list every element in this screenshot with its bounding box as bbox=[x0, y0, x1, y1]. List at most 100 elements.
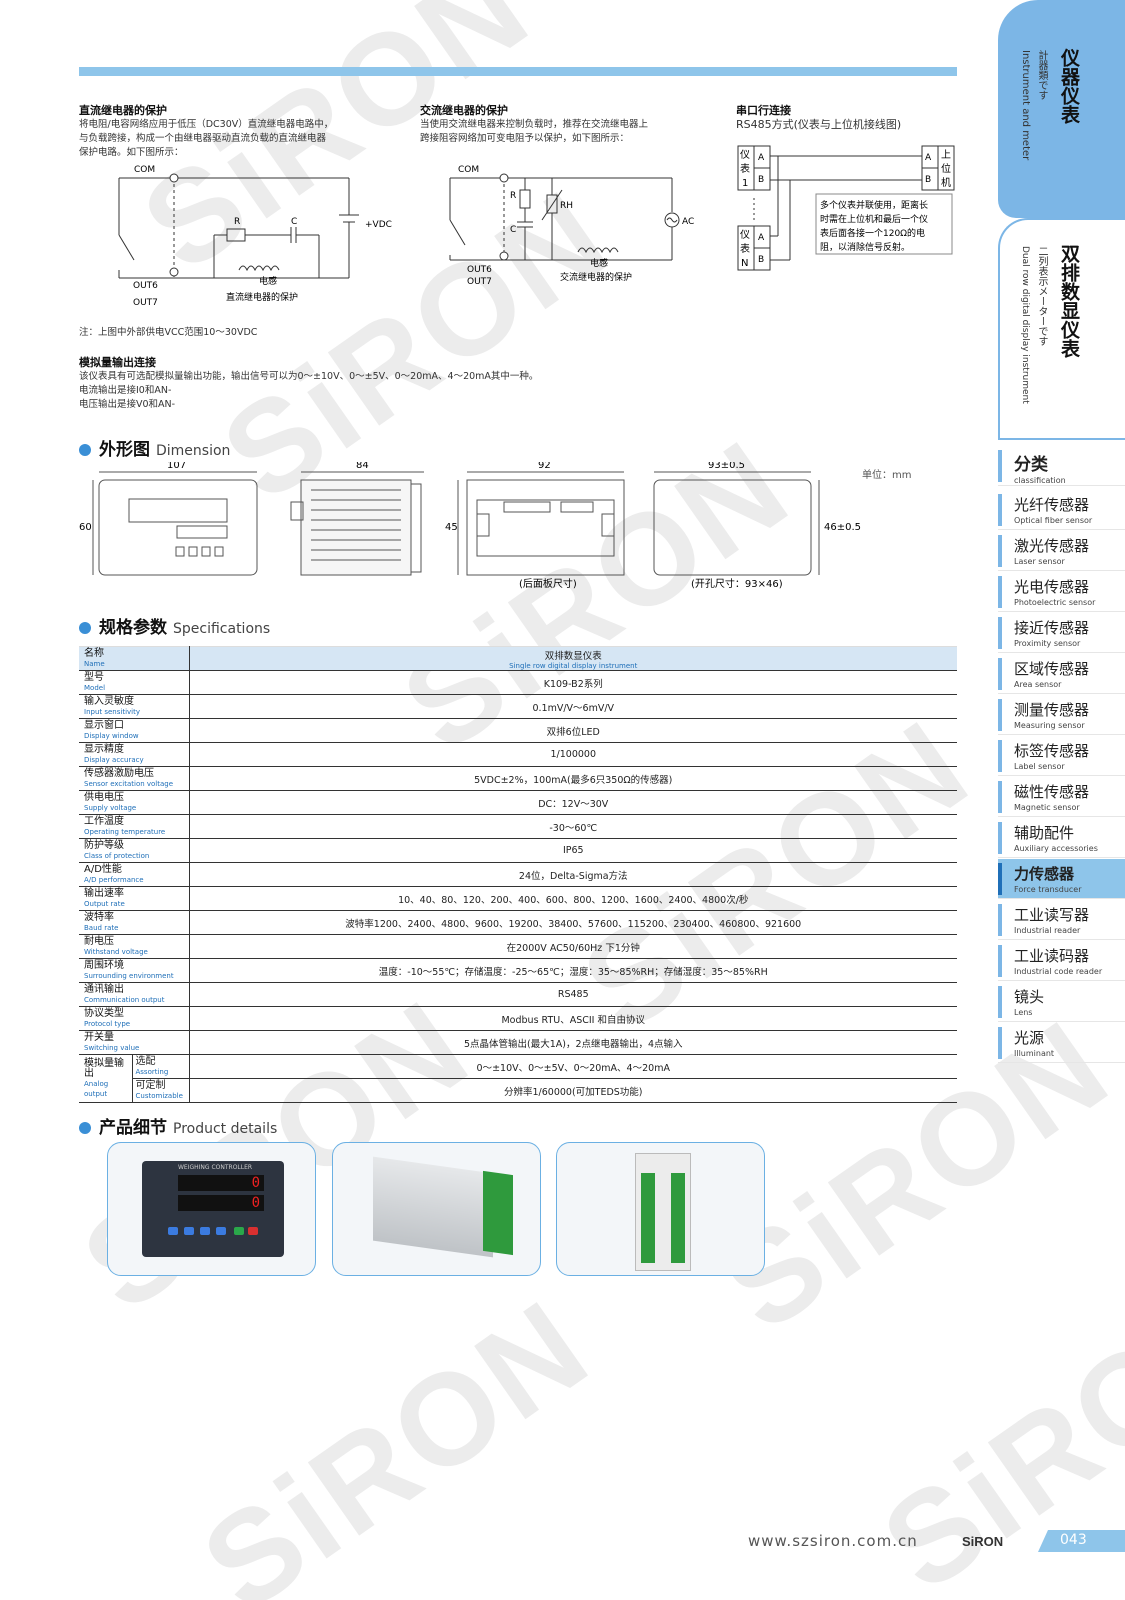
spec-value: 波特率1200、2400、4800、9600、19200、38400、57600… bbox=[345, 918, 802, 930]
nav-label-cn: 标签传感器 bbox=[1014, 742, 1090, 760]
meter1-b: B bbox=[758, 175, 764, 185]
sidebar-item-lens[interactable]: 镜头 Lens bbox=[998, 982, 1125, 1022]
footer-url[interactable]: www.szsiron.com.cn bbox=[748, 1532, 918, 1550]
spec-row-value: K109-B2系列 bbox=[189, 670, 957, 695]
sidebar-item-magnetic-sensor[interactable]: 磁性传感器 Magnetic sensor bbox=[998, 777, 1125, 817]
nav-bar bbox=[998, 986, 1002, 1018]
ac-coil-label: 电感 bbox=[590, 257, 608, 269]
sidebar-item-measuring-sensor[interactable]: 测量传感器 Measuring sensor bbox=[998, 695, 1125, 735]
spec-row-value: 10、40、80、120、200、400、600、800、1200、1600、2… bbox=[189, 886, 957, 911]
rs485-note-2: 时需在上位机和最后一个仪 bbox=[820, 213, 928, 225]
nav-bar bbox=[998, 740, 1002, 772]
panel-caption: WEIGHING CONTROLLER bbox=[178, 1164, 253, 1171]
spec-label-en: Sensor excitation voltage bbox=[84, 779, 174, 788]
analog-body-2: 电流输出是接I0和AN- bbox=[79, 385, 172, 396]
dim-h4: 46±0.5 bbox=[824, 522, 861, 533]
spec-label-cn: 通讯输出 bbox=[84, 983, 124, 995]
spec-label-en: Display accuracy bbox=[84, 755, 144, 764]
nav-bar bbox=[998, 658, 1002, 690]
spec-value: 5点晶体管输出(最大1A)，2点继电器输出，4点输入 bbox=[463, 1038, 683, 1050]
product-photo-front: WEIGHING CONTROLLER 0 0 bbox=[107, 1142, 316, 1276]
nav-bar bbox=[998, 863, 1002, 895]
spec-label-en: Baud rate bbox=[84, 923, 119, 932]
nav-bar bbox=[998, 494, 1002, 526]
nav-label-cn: 测量传感器 bbox=[1014, 701, 1090, 719]
spec-label-cn: 开关量 bbox=[84, 1031, 114, 1043]
ac-com-label: COM bbox=[458, 165, 479, 175]
spec-row-value: RS485 bbox=[189, 982, 957, 1007]
dc-out7-label: OUT7 bbox=[133, 298, 158, 308]
dc-caption: 直流继电器的保护 bbox=[226, 291, 298, 303]
meterN-b: B bbox=[758, 255, 764, 265]
spec-label-en: Supply voltage bbox=[84, 803, 137, 812]
dim-w3: 92 bbox=[538, 462, 551, 471]
nav-label-en: Industrial code reader bbox=[1014, 967, 1103, 976]
spec-row-value: IP65 bbox=[189, 838, 957, 863]
ac-relay-section: 交流继电器的保护 当使用交流继电器来控制负载时，推荐在交流继电器上 跨接阻容网络… bbox=[420, 104, 700, 146]
ac-relay-body-1: 当使用交流继电器来控制负载时，推荐在交流继电器上 bbox=[420, 119, 649, 130]
tab2-en: Dual row digital display instrument bbox=[1020, 246, 1030, 404]
details-title-cn: 产品细节 bbox=[99, 1118, 167, 1138]
host-a: A bbox=[925, 153, 932, 163]
tab-instrument-meter[interactable]: 仪器仪表 計器類です Instrument and meter bbox=[998, 0, 1125, 218]
analog-section: 模拟量输出连接 该仪表具有可选配模拟量输出功能，输出信号可以为0～±10V、0～… bbox=[79, 356, 639, 412]
spec-row-value: DC：12V～30V bbox=[189, 790, 957, 815]
nav-bar bbox=[998, 822, 1002, 854]
spec-label-cn: 显示精度 bbox=[84, 743, 124, 755]
ac-out7-label: OUT7 bbox=[467, 277, 492, 287]
ac-ac-label: AC bbox=[682, 217, 694, 227]
rs485-note-1: 多个仪表并联使用，距离长 bbox=[820, 199, 928, 211]
nav-label-cn: 光源 bbox=[1014, 1029, 1045, 1047]
nav-label-en: Measuring sensor bbox=[1014, 721, 1085, 730]
spec-label-cn: 供电电压 bbox=[84, 791, 124, 803]
nav-label-en: Lens bbox=[1014, 1008, 1033, 1017]
spec-value: 0.1mV/V～6mV/V bbox=[532, 702, 615, 714]
nav-label-en: Magnetic sensor bbox=[1014, 803, 1080, 812]
spec-label-en: Communication output bbox=[84, 995, 165, 1004]
meterN-a: A bbox=[758, 233, 765, 243]
spec-label-cn: 输入灵敏度 bbox=[84, 695, 134, 707]
page-number-box: 043 bbox=[1038, 1530, 1125, 1552]
spec-value: 分辨率1/60000(可加TEDS功能) bbox=[503, 1086, 643, 1098]
nav-bar bbox=[998, 617, 1002, 649]
spec-label-cn: 显示窗口 bbox=[84, 719, 124, 731]
dim-w2: 84 bbox=[356, 462, 369, 471]
dc-relay-body-2: 与负载跨接，构成一个由继电器驱动直流负载的直流继电器 bbox=[79, 133, 327, 144]
nav-label-cn: 区域传感器 bbox=[1014, 660, 1090, 678]
nav-label-cn: 镜头 bbox=[1014, 988, 1045, 1006]
spec-value: DC：12V～30V bbox=[538, 798, 609, 810]
nav-bar bbox=[998, 699, 1002, 731]
spec-label-cn: 协议类型 bbox=[84, 1007, 124, 1019]
spec-value: 温度：-10～55℃；存储温度：-25～65℃；湿度：35～85%RH；存储湿度… bbox=[378, 966, 768, 978]
details-title-en: Product details bbox=[173, 1121, 278, 1137]
tab-dual-row-display[interactable]: 双排数显仪表 二列表示メーターです Dual row digital displ… bbox=[998, 218, 1125, 440]
nav-label-cn: 磁性传感器 bbox=[1014, 783, 1090, 801]
